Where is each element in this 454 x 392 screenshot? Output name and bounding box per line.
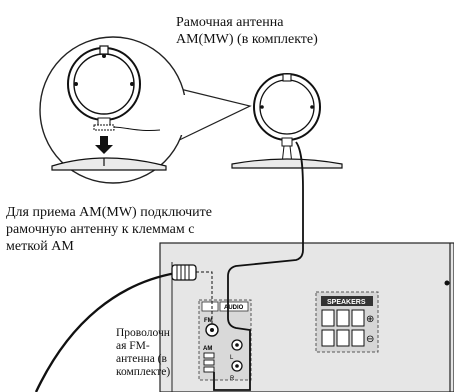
audio-l-label: L — [230, 355, 234, 361]
audio-jack-r-center — [235, 364, 239, 368]
callout-pointer — [170, 87, 252, 145]
antenna-stem — [281, 137, 293, 147]
am-connection-hint: Для приема AM(MW) подключите рамочную ан… — [6, 204, 276, 255]
speakers-label: SPEAKERS — [327, 299, 366, 306]
am-hint-line-2: рамочную антенну к клеммам с — [6, 222, 195, 237]
fm-caption-line-4: комплекте) — [116, 366, 171, 378]
speaker-minus-symbol: ⊖ — [366, 334, 374, 345]
audio-r-label: R — [230, 376, 235, 382]
loop-tab-top — [99, 45, 109, 55]
antenna-loop-outer — [253, 73, 321, 141]
magnified-callout — [39, 36, 252, 184]
am-loop-antenna — [231, 73, 343, 169]
speaker-terminal-2 — [336, 309, 350, 327]
speakers-label-box — [321, 296, 373, 306]
callout-wire — [113, 126, 161, 132]
loop-rivet-top — [102, 54, 106, 58]
fm-caption-line-2: ая FM- — [116, 340, 150, 352]
speaker-terminal-1 — [321, 309, 335, 327]
down-arrow-icon — [95, 136, 113, 154]
loop-rivet-right — [130, 82, 134, 86]
fm-connection-line — [196, 271, 213, 324]
am-antenna-wire — [213, 141, 304, 391]
fm-caption-line-1: Проволочн — [116, 327, 170, 339]
am-terminal-1 — [203, 352, 215, 359]
fm-wire-antenna — [34, 264, 213, 392]
antenna-tab-top — [282, 73, 292, 82]
fm-antenna-caption: Проволочн ая FM- антенна (в комплекте) — [116, 327, 178, 379]
fm-caption-line-3: антенна (в — [116, 353, 167, 365]
am-terminal-3 — [203, 366, 215, 373]
speaker-terminal-6 — [351, 329, 365, 347]
fm-jack-center — [210, 328, 214, 332]
am-caption-line-2: AM(MW) (в комплекте) — [176, 32, 318, 47]
antenna-loop-inner — [259, 79, 315, 135]
am-caption-line-1: Рамочная антенна — [176, 15, 284, 30]
audio-label-box — [219, 301, 249, 312]
fm-plug-body — [171, 264, 197, 281]
fm-wire — [34, 271, 177, 392]
speaker-terminal-4 — [321, 329, 335, 347]
am-terminal-2 — [203, 359, 215, 366]
loop-clip — [93, 124, 115, 131]
audio-jack-l-center — [235, 343, 239, 347]
am-hint-line-1: Для приема AM(MW) подключите — [6, 205, 212, 220]
fm-label-box — [201, 301, 219, 312]
speaker-plus-symbol: ⊕ — [366, 314, 374, 325]
fm-terminal-label: FM — [204, 318, 213, 324]
am-antenna-caption: Рамочная антенна AM(MW) (в комплекте) — [176, 14, 376, 48]
speaker-terminal-block: SPEAKERS ⊕ ⊖ — [315, 291, 379, 353]
am-terminal-label: AM — [203, 346, 212, 352]
audio-label: AUDIO — [224, 305, 244, 311]
magnified-base — [51, 157, 167, 171]
antenna-rivet-left — [260, 105, 264, 109]
antenna-base — [231, 158, 343, 169]
am-hint-line-3: меткой AM — [6, 239, 74, 254]
callout-pointer-mask — [178, 95, 188, 135]
panel-screw — [444, 280, 450, 286]
antenna-terminal-block: AUDIO FM AM L R — [198, 299, 252, 382]
speaker-terminal-5 — [336, 329, 350, 347]
speaker-terminal-3 — [351, 309, 365, 327]
loop-rivet-left — [74, 82, 78, 86]
antenna-rivet-right — [310, 105, 314, 109]
